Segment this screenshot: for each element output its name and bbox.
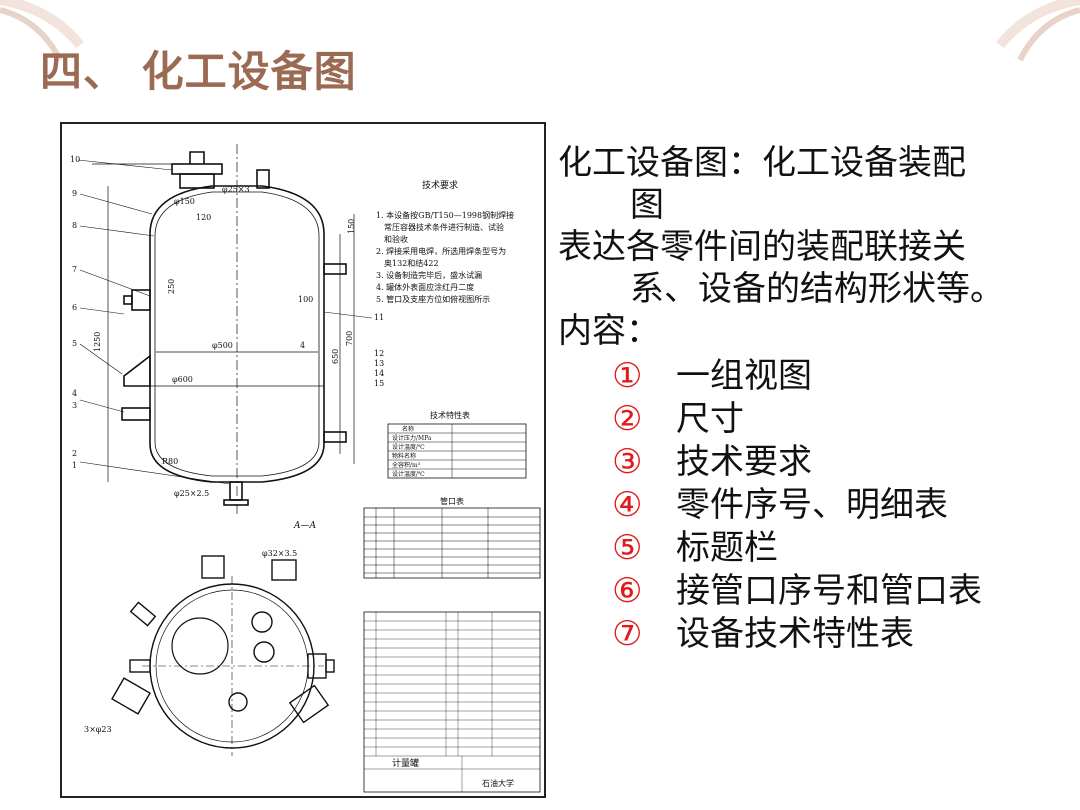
svg-text:1: 1 [72, 461, 77, 470]
list-text: 零件序号、明细表 [676, 484, 948, 525]
list-number: ② [612, 398, 643, 439]
intro-line-1a: 化工设备图：化工设备装配 [558, 143, 966, 183]
svg-text:150: 150 [347, 219, 356, 234]
svg-text:4. 罐体外表面应涂红丹二度: 4. 罐体外表面应涂红丹二度 [376, 282, 474, 292]
dimension-lines [92, 163, 355, 482]
section-label: A—A [293, 521, 316, 531]
svg-text:φ32×3.5: φ32×3.5 [262, 549, 297, 558]
list-item: ④ 零件序号、明细表 [558, 483, 1068, 526]
part-callouts: 10 9 8 7 6 5 4 3 2 1 4 11 12 13 14 15 [70, 155, 384, 470]
svg-text:φ150: φ150 [174, 197, 195, 206]
svg-text:1. 本设备按GB/T150—1998钢制焊接: 1. 本设备按GB/T150—1998钢制焊接 [376, 210, 514, 220]
svg-text:技术要求: 技术要求 [422, 179, 458, 191]
svg-text:4: 4 [300, 341, 305, 350]
list-text: 设备技术特性表 [676, 613, 914, 654]
svg-text:15: 15 [374, 379, 384, 388]
vessel-body [121, 144, 347, 514]
dimension-labels: φ150 φ25×3 φ500 φ600 φ25×2.5 φ32×3.5 3×φ… [84, 185, 356, 734]
svg-text:常压容器技术条件进行制造、试验: 常压容器技术条件进行制造、试验 [384, 222, 504, 232]
svg-text:4: 4 [72, 389, 77, 398]
nozzle-table: 管口表 [363, 496, 541, 579]
svg-text:9: 9 [72, 189, 77, 198]
content-list: ① 一组视图 ② 尺寸 ③ 技术要求 ④ 零件序号、明细表 ⑤ 标题栏 ⑥ 接管… [558, 354, 1068, 655]
svg-text:技术特性表: 技术特性表 [430, 410, 470, 420]
svg-text:石油大学: 石油大学 [482, 778, 514, 788]
svg-text:1250: 1250 [93, 332, 102, 352]
list-item: ③ 技术要求 [558, 440, 1068, 483]
list-number: ⑦ [612, 613, 643, 654]
svg-text:13: 13 [374, 359, 384, 368]
intro-line-1b: 图 [630, 185, 664, 225]
svg-text:7: 7 [72, 265, 77, 274]
technical-spec-table: 技术特性表 名称 设计压力/MPa 设计温度/℃ 物料名称 全容积/m³ 设计温… [387, 410, 527, 479]
svg-text:奥132和结422: 奥132和结422 [384, 258, 439, 268]
equipment-drawing: φ150 φ25×3 φ500 φ600 φ25×2.5 φ32×3.5 3×φ… [60, 122, 546, 798]
content-label: 内容： [558, 311, 660, 351]
content-panel: 化工设备图：化工设备装配 图 表达各零件间的装配联接关 系、设备的结构形状等。 … [558, 142, 1068, 655]
svg-text:φ25×2.5: φ25×2.5 [174, 489, 209, 498]
svg-text:φ600: φ600 [172, 375, 193, 384]
list-text: 一组视图 [676, 355, 812, 396]
svg-text:和验收: 和验收 [384, 234, 408, 244]
parts-list-and-title-block: 计量罐 石油大学 [363, 611, 541, 793]
list-text: 标题栏 [676, 527, 778, 568]
svg-text:设计温度/℃: 设计温度/℃ [392, 470, 425, 478]
list-item: ① 一组视图 [558, 354, 1068, 397]
list-text: 接管口序号和管口表 [676, 570, 982, 611]
svg-text:120: 120 [196, 213, 211, 222]
intro-line-2b: 系、设备的结构形状等。 [630, 269, 1004, 309]
svg-text:700: 700 [345, 331, 354, 346]
svg-text:全容积/m³: 全容积/m³ [392, 461, 421, 469]
svg-text:设计温度/℃: 设计温度/℃ [392, 443, 425, 451]
technical-requirements: 技术要求 1. 本设备按GB/T150—1998钢制焊接 常压容器技术条件进行制… [376, 179, 514, 304]
list-number: ⑤ [612, 527, 643, 568]
list-item: ⑤ 标题栏 [558, 526, 1068, 569]
svg-text:φ25×3: φ25×3 [222, 185, 250, 194]
svg-text:名称: 名称 [402, 425, 414, 433]
intro-line-2a: 表达各零件间的装配联接关 [558, 227, 966, 267]
svg-text:14: 14 [374, 369, 384, 378]
list-number: ③ [612, 441, 643, 482]
corner-decoration-right [996, 0, 1080, 62]
svg-text:5. 管口及支座方位如俯视图所示: 5. 管口及支座方位如俯视图所示 [376, 294, 490, 304]
list-item: ② 尺寸 [558, 397, 1068, 440]
svg-text:φ500: φ500 [212, 341, 233, 350]
plan-view-section [111, 555, 335, 756]
slide-title: 四、 化工设备图 [40, 47, 357, 96]
list-text: 尺寸 [676, 398, 744, 439]
svg-text:2. 焊接采用电焊，所选用焊条型号为: 2. 焊接采用电焊，所选用焊条型号为 [376, 246, 506, 256]
corner-decoration-left [0, 0, 84, 62]
drawing-canvas: φ150 φ25×3 φ500 φ600 φ25×2.5 φ32×3.5 3×φ… [70, 144, 541, 793]
svg-text:100: 100 [298, 295, 313, 304]
list-item: ⑦ 设备技术特性表 [558, 612, 1068, 655]
svg-text:250: 250 [167, 279, 176, 294]
svg-text:物料名称: 物料名称 [392, 452, 416, 460]
svg-text:5: 5 [72, 339, 77, 348]
svg-text:2: 2 [72, 449, 77, 458]
svg-text:6: 6 [72, 303, 77, 312]
svg-text:计量罐: 计量罐 [392, 757, 419, 769]
svg-text:8: 8 [72, 221, 77, 230]
list-number: ⑥ [612, 570, 643, 611]
list-text: 技术要求 [676, 441, 812, 482]
svg-text:设计压力/MPa: 设计压力/MPa [392, 434, 432, 442]
svg-text:管口表: 管口表 [440, 496, 464, 506]
svg-text:3×φ23: 3×φ23 [84, 725, 112, 734]
list-number: ① [612, 355, 643, 396]
svg-text:R80: R80 [162, 457, 178, 466]
svg-text:3. 设备制造完毕后，盛水试漏: 3. 设备制造完毕后，盛水试漏 [376, 270, 482, 280]
list-item: ⑥ 接管口序号和管口表 [558, 569, 1068, 612]
svg-text:12: 12 [374, 349, 384, 358]
svg-text:3: 3 [72, 401, 77, 410]
svg-text:650: 650 [331, 349, 340, 364]
list-number: ④ [612, 484, 643, 525]
leader-lines [77, 159, 373, 485]
svg-text:11: 11 [374, 313, 384, 322]
svg-text:10: 10 [70, 155, 80, 164]
